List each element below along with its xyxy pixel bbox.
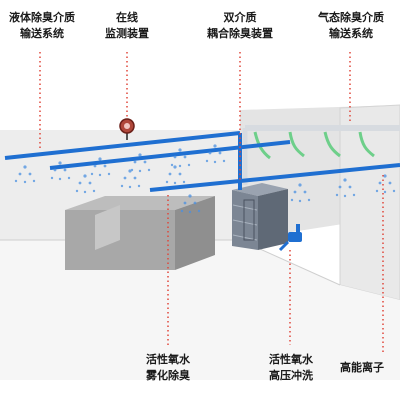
label-liquid-delivery: 液体除臭介质 输送系统 (2, 10, 82, 42)
label-atomized-line2: 雾化除臭 (146, 369, 190, 382)
right-side-wall (339, 104, 400, 301)
gas-branch-3 (323, 131, 341, 158)
floor (0, 240, 400, 380)
gas-branch-2 (288, 131, 305, 158)
label-dual-medium: 双介质 耦合除臭装置 (195, 10, 285, 42)
pipe-row-3 (149, 163, 400, 192)
label-high-pressure-line1: 活性氧水 (269, 353, 313, 366)
label-ion: 高能离子 (340, 360, 400, 376)
label-atomized: 活性氧水 雾化除臭 (133, 352, 203, 384)
leader-lines (39, 52, 384, 355)
monitor-sensor-icon (119, 118, 135, 140)
cabinet-hatch (243, 199, 255, 241)
tank-top (65, 196, 215, 210)
tank-step (95, 205, 120, 250)
label-high-pressure: 活性氧水 高压冲洗 (256, 352, 326, 384)
gas-branch-1 (253, 131, 271, 160)
cabinet-front (232, 190, 258, 250)
cabinet-top (232, 183, 288, 196)
water-gun-icon (278, 224, 302, 252)
label-ion-line1: 高能离子 (340, 361, 384, 374)
spray-nozzle-icon (14, 165, 36, 184)
pipe-row-1 (4, 131, 241, 160)
label-online-monitor-line2: 监测装置 (105, 27, 149, 40)
label-gas-delivery-line1: 气态除臭介质 (318, 11, 384, 24)
label-dual-medium-line2: 耦合除臭装置 (207, 27, 273, 40)
label-gas-delivery-line2: 输送系统 (329, 27, 373, 40)
label-high-pressure-line2: 高压冲洗 (269, 369, 313, 382)
label-online-monitor-line1: 在线 (116, 11, 138, 24)
label-online-monitor: 在线 监测装置 (95, 10, 159, 42)
label-atomized-line1: 活性氧水 (146, 353, 190, 366)
tank-side (175, 196, 215, 270)
label-liquid-delivery-line1: 液体除臭介质 (9, 11, 75, 24)
pipe-row-2 (49, 140, 291, 170)
gas-branch-4 (358, 131, 375, 158)
label-liquid-delivery-line2: 输送系统 (20, 27, 64, 40)
spray-mist-group (14, 144, 396, 214)
label-gas-delivery: 气态除臭介质 输送系统 (306, 10, 396, 42)
cabinet-side (258, 189, 288, 250)
label-dual-medium-line1: 双介质 (223, 11, 257, 24)
